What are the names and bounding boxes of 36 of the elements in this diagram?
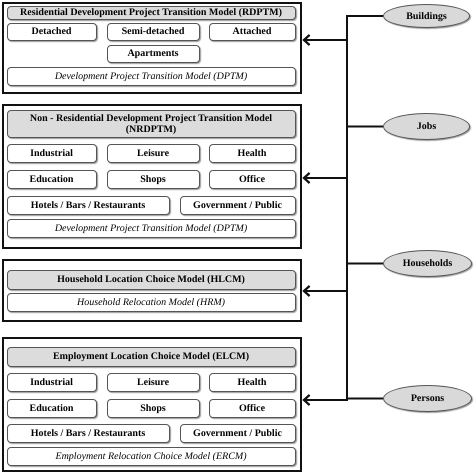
category-box: Government / Public [180,424,296,442]
category-box: Leisure [106,144,200,162]
category-box: Office [208,170,296,188]
agent-ellipse: Buildings [383,4,470,28]
model-panel [2,337,302,472]
category-box: Government / Public [180,196,296,214]
category-box: Health [208,144,296,162]
model-panel [2,104,302,249]
model-header-box: Employment Location Choice Model (ELCM) [6,346,296,366]
model-panel [2,2,302,94]
submodel-box: Household Relocation Model (HRM) [6,292,296,312]
submodel-box: Development Project Transition Model (DPTM) [6,66,296,86]
category-box: Attached [208,22,296,40]
category-box: Industrial [6,372,96,392]
category-box: Education [6,398,96,418]
agent-ellipse: Jobs [383,113,470,140]
category-box: Hotels / Bars / Restaurants [6,196,170,214]
category-box: Semi-detached [106,22,200,40]
category-box: Health [208,372,296,392]
category-box: Hotels / Bars / Restaurants [6,424,170,442]
category-box: Shops [106,398,200,418]
category-box: Apartments [106,44,200,62]
category-box: Detached [6,22,96,40]
submodel-box: Development Project Transition Model (DPTM) [6,218,296,238]
submodel-box: Employment Relocation Choice Model (ERCM) [6,446,296,466]
model-header-box: Residential Development Project Transition Model (RDPTM) [6,6,296,20]
category-box: Office [208,398,296,418]
category-box: Education [6,170,96,188]
agent-ellipse: Persons [383,385,472,412]
category-box: Leisure [106,372,200,392]
agent-ellipse: Households [383,250,472,277]
model-header-box: Non - Residential Development Project Transition Model (NRDPTM) [6,110,296,138]
model-panel [2,259,302,322]
category-box: Shops [106,170,200,188]
category-box: Industrial [6,144,96,162]
model-header-box: Household Location Choice Model (HLCM) [6,270,296,290]
